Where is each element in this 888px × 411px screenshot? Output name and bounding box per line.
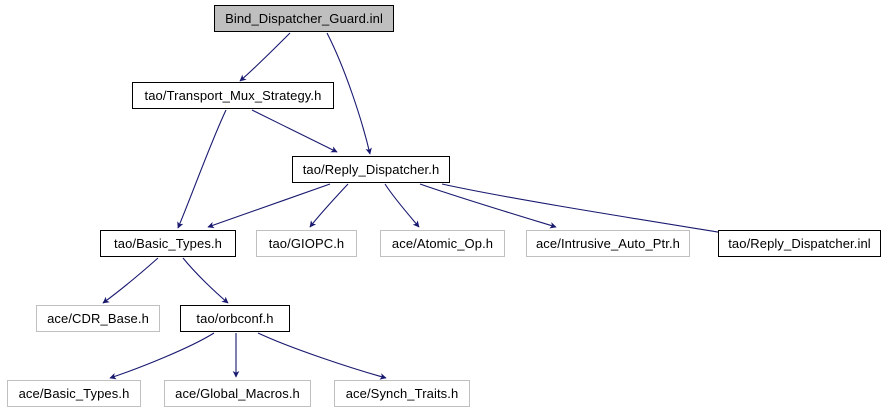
- edge-reply_dispatcher_h-to-reply_dispatcher_inl: [441, 183, 731, 237]
- edge-bind_dispatcher_guard_inl-to-transport_mux_strategy_h: [239, 32, 291, 82]
- graph-node-reply_dispatcher_inl[interactable]: tao/Reply_Dispatcher.inl: [718, 230, 881, 257]
- graph-node-intrusive_auto_ptr_h[interactable]: ace/Intrusive_Auto_Ptr.h: [526, 230, 690, 257]
- graph-node-label: tao/Transport_Mux_Strategy.h: [144, 88, 322, 103]
- edge-basic_types_h-to-cdr_base_h: [102, 257, 159, 304]
- graph-node-label: ace/Intrusive_Auto_Ptr.h: [535, 236, 681, 251]
- graph-node-reply_dispatcher_h[interactable]: tao/Reply_Dispatcher.h: [292, 156, 450, 183]
- graph-node-label: tao/GIOPC.h: [268, 236, 345, 251]
- graph-node-cdr_base_h[interactable]: ace/CDR_Base.h: [36, 305, 160, 332]
- graph-node-ace_basic_types_h[interactable]: ace/Basic_Types.h: [7, 380, 141, 407]
- graph-node-orbconf_h[interactable]: tao/orbconf.h: [180, 305, 290, 332]
- edge-transport_mux_strategy_h-to-reply_dispatcher_h: [251, 109, 338, 153]
- edge-reply_dispatcher_h-to-atomic_op_h: [384, 183, 420, 228]
- graph-node-giopc_h[interactable]: tao/GIOPC.h: [256, 230, 357, 257]
- edge-reply_dispatcher_h-to-intrusive_auto_ptr_h: [419, 183, 557, 229]
- graph-node-basic_types_h[interactable]: tao/Basic_Types.h: [100, 230, 236, 257]
- graph-node-transport_mux_strategy_h[interactable]: tao/Transport_Mux_Strategy.h: [132, 82, 334, 109]
- graph-node-label: tao/Reply_Dispatcher.inl: [728, 236, 871, 251]
- graph-node-label: ace/Basic_Types.h: [18, 386, 130, 401]
- graph-node-label: tao/orbconf.h: [196, 311, 274, 326]
- edge-reply_dispatcher_h-to-basic_types_h: [207, 183, 331, 229]
- edge-reply_dispatcher_h-to-giopc_h: [309, 183, 349, 228]
- graph-node-label: tao/Basic_Types.h: [114, 236, 222, 251]
- graph-node-label: ace/CDR_Base.h: [47, 311, 149, 326]
- graph-node-label: Bind_Dispatcher_Guard.inl: [225, 11, 383, 26]
- graph-node-label: tao/Reply_Dispatcher.h: [302, 162, 440, 177]
- edge-transport_mux_strategy_h-to-basic_types_h: [177, 109, 227, 229]
- graph-node-atomic_op_h[interactable]: ace/Atomic_Op.h: [380, 230, 505, 257]
- graph-node-global_macros_h[interactable]: ace/Global_Macros.h: [164, 380, 311, 407]
- edge-orbconf_h-to-synch_traits_h: [257, 332, 387, 380]
- graph-node-label: ace/Atomic_Op.h: [391, 236, 494, 251]
- graph-node-label: ace/Synch_Traits.h: [345, 386, 459, 401]
- graph-node-bind_dispatcher_guard_inl[interactable]: Bind_Dispatcher_Guard.inl: [214, 5, 394, 32]
- graph-node-synch_traits_h[interactable]: ace/Synch_Traits.h: [334, 380, 470, 407]
- edge-basic_types_h-to-orbconf_h: [182, 257, 229, 304]
- edge-orbconf_h-to-ace_basic_types_h: [109, 332, 215, 380]
- graph-node-label: ace/Global_Macros.h: [175, 386, 300, 401]
